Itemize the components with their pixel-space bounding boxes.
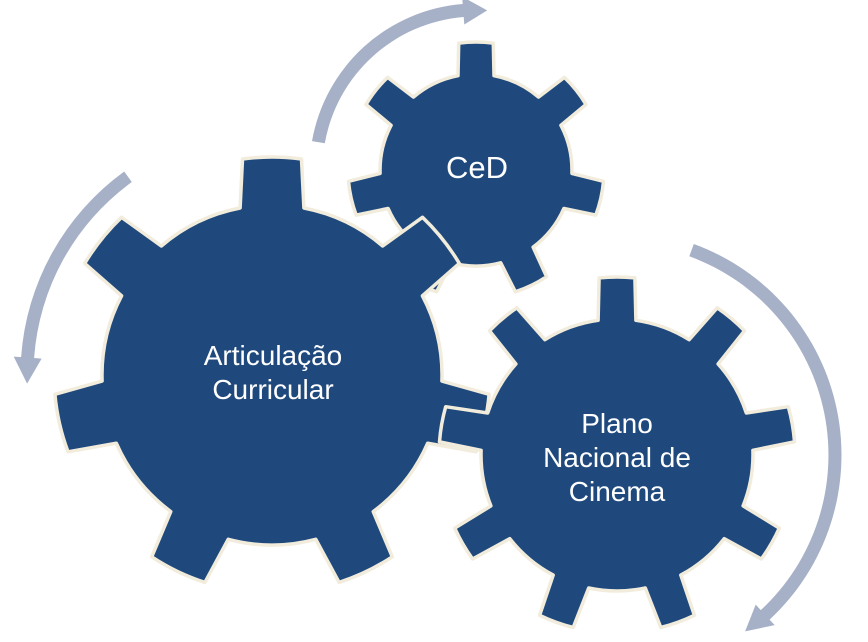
- gear-label-articulacao-curricular: Articulação Curricular: [204, 339, 343, 407]
- gear-plano-nacional-de-cinema: [437, 275, 797, 630]
- gear-articulacao-curricular: [53, 155, 491, 585]
- left-cycle-arrow: [13, 171, 132, 384]
- gear-label-line: CeD: [445, 150, 509, 186]
- gear-label-line: Articulação: [203, 339, 343, 371]
- gear-label-line: Cinema: [568, 476, 666, 508]
- gear-label-line: Plano: [581, 407, 653, 439]
- right-cycle-arrow: [689, 244, 842, 632]
- gear-label-ced: CeD: [446, 149, 508, 187]
- cycle-arrows: [13, 0, 842, 632]
- top-cycle-arrow: [312, 0, 488, 144]
- gear-label-line: Nacional de: [543, 441, 691, 473]
- gear-label-line: Curricular: [212, 374, 334, 405]
- gear-label-plano-nacional-de-cinema: Plano Nacional de Cinema: [543, 407, 691, 509]
- gears: [53, 40, 797, 630]
